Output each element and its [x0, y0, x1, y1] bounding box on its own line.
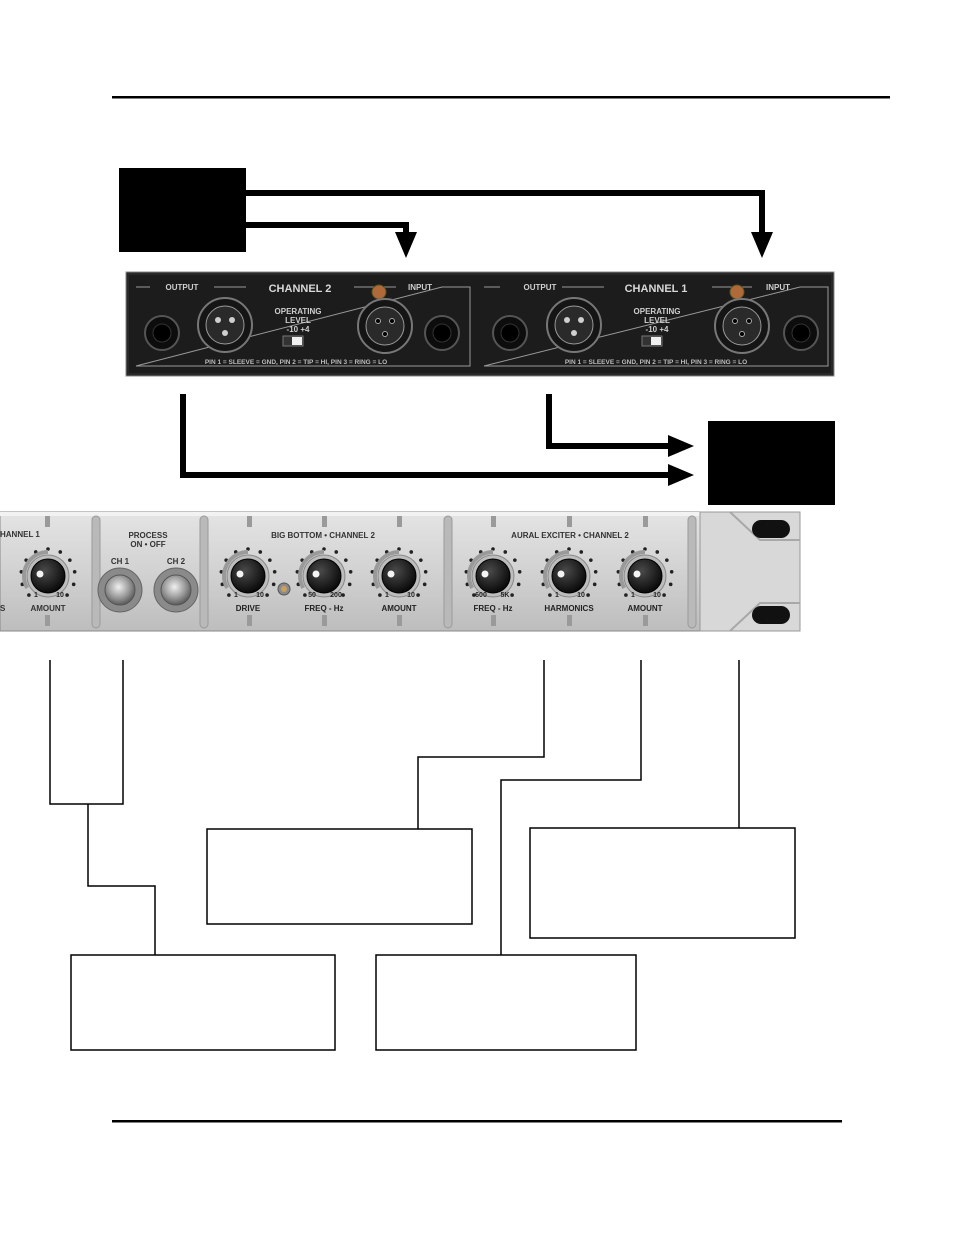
rack-slot-top-icon [752, 520, 790, 538]
arrowhead-input-ch2 [395, 232, 417, 258]
header-rule [112, 96, 890, 99]
knob-pointer-icon [633, 570, 641, 578]
process-subtitle: ON • OFF [130, 540, 165, 549]
callout-box-freq [206, 828, 473, 925]
knob-min-label: 1 [34, 592, 38, 599]
ch1-input-xlr-icon[interactable] [714, 284, 770, 354]
knob-max-label: 5K [501, 592, 510, 599]
ch1-level-values: -10 +4 [646, 325, 669, 334]
knob-min-label: 50 [308, 592, 316, 599]
front-panel: HANNEL 1 AMOUNT S PROCESS ON • OFF CH 1 … [0, 511, 801, 632]
aural-exciter-title: AURAL EXCITER • CHANNEL 2 [511, 531, 629, 540]
process-ch2-button[interactable] [153, 567, 199, 613]
arrowhead-output-ch1 [668, 435, 694, 457]
knob-max-label: 10 [577, 592, 585, 599]
process-ch1-label: CH 1 [111, 557, 130, 566]
rear-ch1-output-label: OUTPUT [524, 283, 557, 292]
ch2-input-xlr-icon[interactable] [357, 284, 413, 354]
knob-min-label: 1 [555, 592, 559, 599]
big-bottom-knob-3[interactable] [370, 547, 428, 598]
front-s-fragment: S [0, 604, 6, 613]
destination-device-box [708, 421, 835, 505]
knob-max-label: 200 [330, 592, 342, 599]
knob-pointer-icon [557, 570, 565, 578]
front-amount-left-label: AMOUNT [30, 604, 65, 613]
ch2-level-label: LEVEL [285, 316, 311, 325]
big-bottom-title: BIG BOTTOM • CHANNEL 2 [271, 531, 375, 540]
aural-exciter-knob-2[interactable] [540, 547, 598, 598]
knob-min-label: 600 [475, 592, 487, 599]
knob-max-label: 10 [256, 592, 264, 599]
knob-max-label: 10 [407, 592, 415, 599]
process-title: PROCESS [128, 531, 168, 540]
process-ch2-label: CH 2 [167, 557, 186, 566]
callout-box-amount [375, 954, 637, 1051]
aural-exciter-knob-3[interactable] [616, 547, 674, 598]
footer-rule [112, 1120, 842, 1123]
rear-ch2-input-label: INPUT [408, 283, 432, 292]
ch1-pin-legend: PIN 1 = SLEEVE = GND, PIN 2 = TIP = HI, … [565, 359, 747, 366]
arrowhead-output-ch2 [668, 464, 694, 486]
knob-min-label: 1 [631, 592, 635, 599]
knob-min-label: 1 [234, 592, 238, 599]
knob-pointer-icon [387, 570, 395, 578]
rear-ch2-output-label: OUTPUT [166, 283, 199, 292]
big-bottom-knob-1[interactable] [219, 547, 277, 598]
output-signal-arrows [180, 394, 672, 478]
rack-slot-bottom-icon [752, 606, 790, 624]
rear-channel2-group: OUTPUT CHANNEL 2 INPUT OPERATING LEVEL -… [135, 283, 471, 367]
process-ch1-button[interactable] [97, 567, 143, 613]
ch2-pin-legend: PIN 1 = SLEEVE = GND, PIN 2 = TIP = HI, … [205, 359, 387, 366]
callout-box-rack-ear [529, 827, 796, 939]
knob-label: AMOUNT [381, 604, 416, 613]
callout-lines [49, 660, 740, 955]
front-channel1-fragment: HANNEL 1 [0, 530, 40, 539]
big-bottom-knob-2[interactable] [295, 547, 353, 598]
ch1-operating-label: OPERATING [634, 307, 681, 316]
ch2-level-values: -10 +4 [287, 325, 310, 334]
input-signal-arrows [246, 190, 765, 238]
ch2-output-xlr-icon[interactable] [197, 297, 253, 353]
rear-panel: OUTPUT CHANNEL 2 INPUT OPERATING LEVEL -… [125, 271, 835, 377]
knob-label: HARMONICS [544, 604, 594, 613]
callout-box-process [70, 954, 336, 1051]
knob-label: AMOUNT [627, 604, 662, 613]
rear-ch1-title: CHANNEL 1 [625, 283, 688, 295]
source-device-box [119, 168, 246, 252]
rear-channel1-group: OUTPUT CHANNEL 1 INPUT OPERATING LEVEL -… [483, 283, 829, 367]
knob-pointer-icon [312, 570, 320, 578]
rear-ch1-input-label: INPUT [766, 283, 790, 292]
knob-pointer-icon [236, 570, 244, 578]
knob-label: FREQ - Hz [304, 604, 343, 613]
ch2-operating-label: OPERATING [275, 307, 322, 316]
knob-max-label: 10 [56, 592, 64, 599]
knob-label: DRIVE [236, 604, 261, 613]
aural-exciter-knob-1[interactable] [464, 547, 522, 598]
rear-ch2-title: CHANNEL 2 [269, 283, 332, 295]
knob-min-label: 1 [385, 592, 389, 599]
left-amount-knob[interactable] [19, 547, 77, 598]
ch1-output-xlr-icon[interactable] [546, 297, 602, 353]
ch1-level-label: LEVEL [644, 316, 670, 325]
knob-max-label: 10 [653, 592, 661, 599]
knob-label: FREQ - Hz [473, 604, 512, 613]
knob-pointer-icon [481, 570, 489, 578]
arrowhead-input-ch1 [751, 232, 773, 258]
knob-pointer-icon [36, 570, 44, 578]
